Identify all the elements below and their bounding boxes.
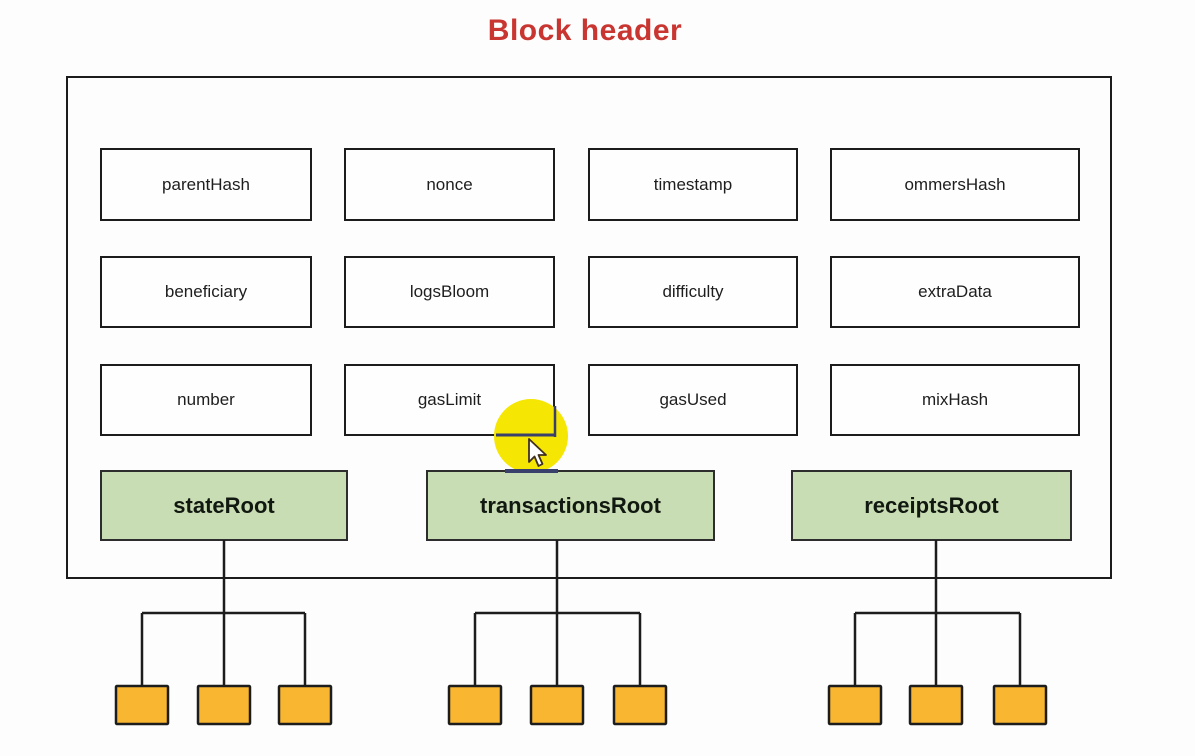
receipts-root-box: receiptsRoot: [791, 470, 1072, 541]
header-field-parenthash: parentHash: [100, 148, 312, 221]
state-root-box: stateRoot: [100, 470, 348, 541]
merkle-leaf: [992, 684, 1048, 726]
merkle-leaf: [114, 684, 170, 726]
header-field-nonce: nonce: [344, 148, 555, 221]
header-field-extradata: extraData: [830, 256, 1080, 328]
header-field-gaslimit: gasLimit: [344, 364, 555, 436]
header-field-difficulty: difficulty: [588, 256, 798, 328]
merkle-leaf: [277, 684, 333, 726]
header-field-beneficiary: beneficiary: [100, 256, 312, 328]
header-field-mixhash: mixHash: [830, 364, 1080, 436]
merkle-leaf: [196, 684, 252, 726]
transactions-root-box: transactionsRoot: [426, 470, 715, 541]
header-field-gasused: gasUsed: [588, 364, 798, 436]
header-field-number: number: [100, 364, 312, 436]
merkle-leaf: [447, 684, 503, 726]
merkle-leaf: [908, 684, 964, 726]
merkle-leaf: [612, 684, 668, 726]
header-field-ommershash: ommersHash: [830, 148, 1080, 221]
header-field-timestamp: timestamp: [588, 148, 798, 221]
merkle-leaf: [529, 684, 585, 726]
page-title: Block header: [487, 14, 683, 47]
header-field-logsbloom: logsBloom: [344, 256, 555, 328]
merkle-leaf: [827, 684, 883, 726]
